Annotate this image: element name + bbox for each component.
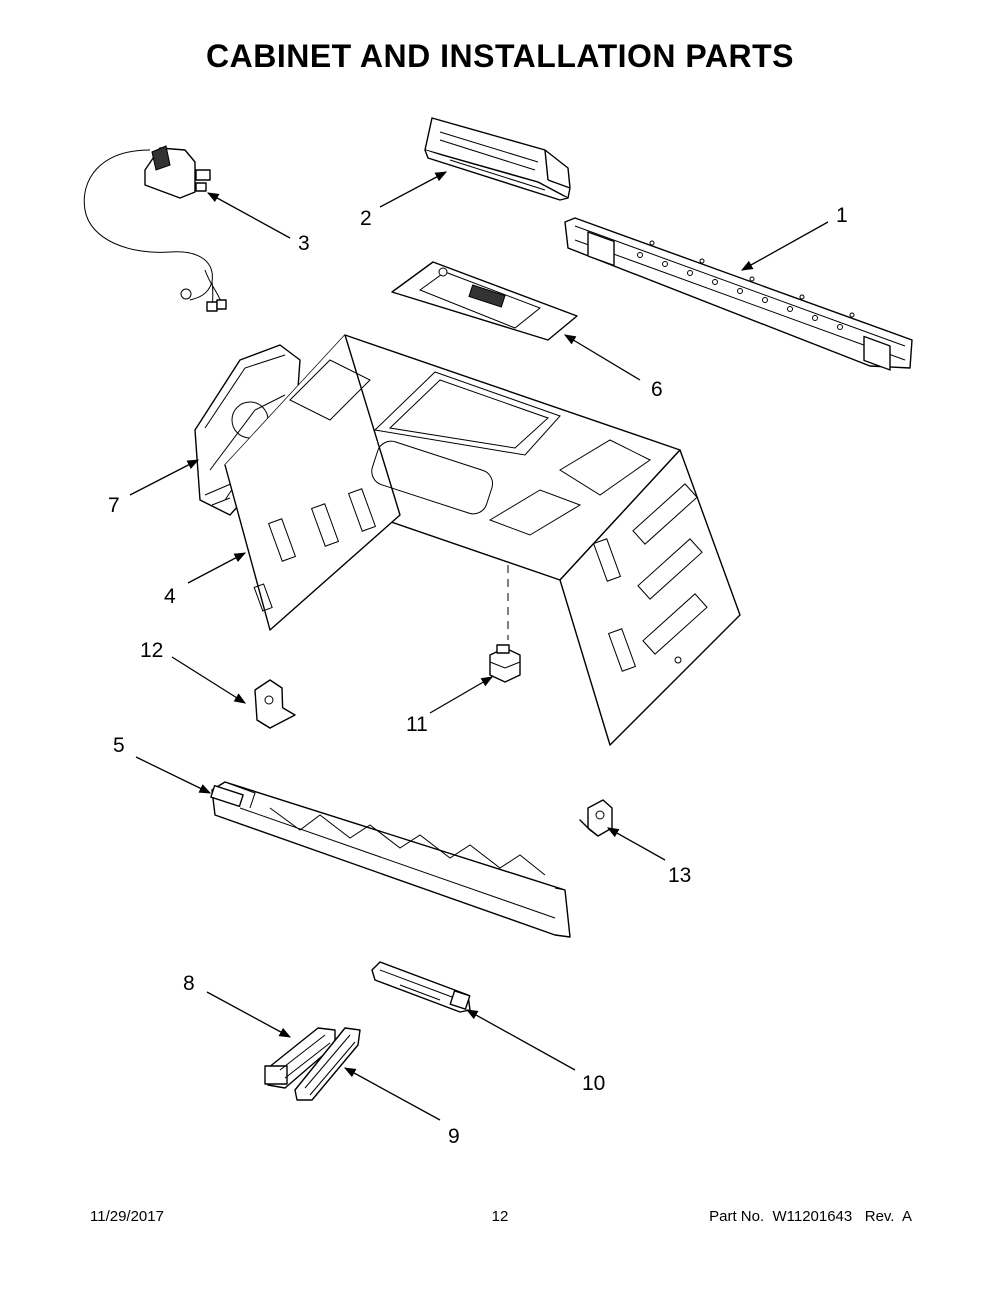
callout-2: 2 bbox=[360, 207, 372, 230]
part-damper-2 bbox=[294, 1027, 361, 1101]
part-connector bbox=[489, 644, 521, 683]
footer-part-info: Part No. W11201643 Rev. A bbox=[709, 1208, 912, 1225]
part-bracket-left bbox=[254, 679, 296, 729]
part-bracket-plate bbox=[391, 261, 578, 341]
part-vent-bar bbox=[210, 781, 571, 938]
callout-9: 9 bbox=[448, 1125, 460, 1148]
callout-numbers: 1 2 3 4 5 6 7 8 9 10 11 12 13 bbox=[108, 204, 848, 1148]
leader-lines bbox=[129, 171, 829, 1121]
callout-6: 6 bbox=[651, 378, 663, 401]
callout-5: 5 bbox=[113, 734, 125, 757]
callout-1: 1 bbox=[836, 204, 848, 227]
callout-11: 11 bbox=[406, 713, 428, 736]
page-title: CABINET AND INSTALLATION PARTS bbox=[206, 38, 794, 74]
part-duct bbox=[371, 961, 471, 1013]
callout-3: 3 bbox=[298, 232, 310, 255]
part-vent-grille bbox=[424, 117, 571, 201]
footer-date: 11/29/2017 bbox=[90, 1208, 164, 1225]
callout-4: 4 bbox=[164, 585, 176, 608]
callout-12: 12 bbox=[140, 639, 163, 662]
callout-13: 13 bbox=[668, 864, 691, 887]
part-bracket-right bbox=[579, 799, 613, 837]
part-power-cord bbox=[83, 145, 227, 312]
callout-8: 8 bbox=[183, 972, 195, 995]
part-cabinet-wrapper bbox=[224, 334, 741, 746]
callout-10: 10 bbox=[582, 1072, 605, 1095]
footer-page-number: 12 bbox=[491, 1208, 509, 1225]
part-mounting-plate bbox=[564, 217, 913, 371]
callout-7: 7 bbox=[108, 494, 120, 517]
